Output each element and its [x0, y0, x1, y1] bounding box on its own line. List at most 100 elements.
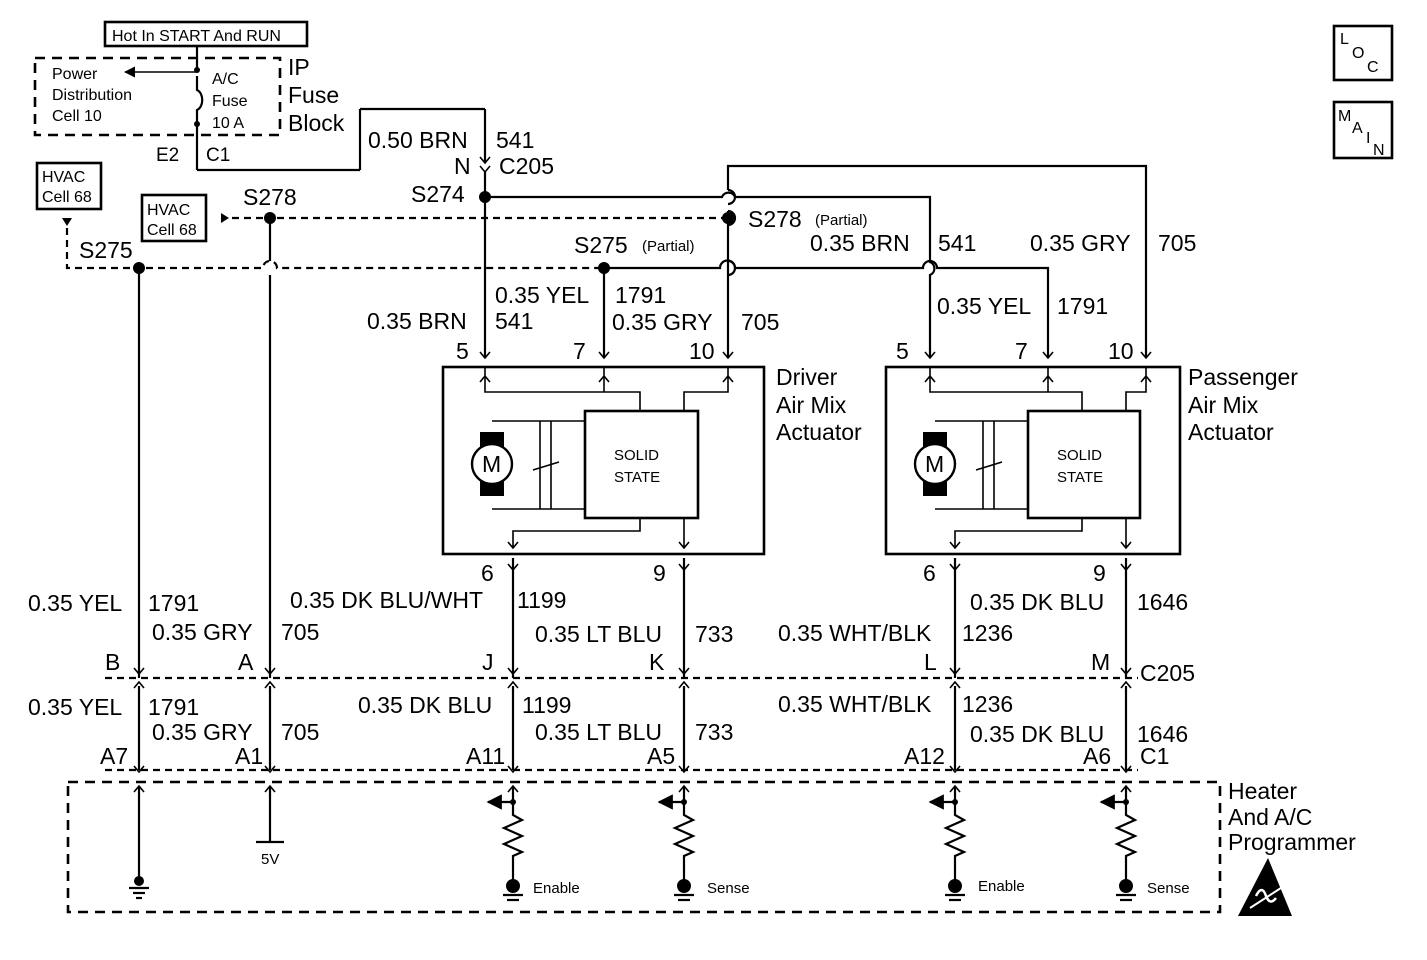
ip-fuse-block-line2: Fuse — [288, 82, 339, 108]
main-letter-m: M — [1338, 108, 1351, 125]
drv-gry-color: 0.35 GRY — [612, 309, 713, 335]
feed-conn-pin: N — [454, 153, 471, 179]
programmer-label-line2: And A/C — [1228, 804, 1312, 830]
hvac-ref-left[interactable]: HVAC Cell 68 — [35, 161, 103, 226]
c205-wire-labels: 0.35 YEL 1791 0.35 GRY 705 0.35 DK BLU/W… — [28, 587, 1188, 647]
c1-a11-circuit: 1199 — [522, 692, 571, 718]
c1-a1-color: 0.35 GRY — [152, 719, 253, 745]
c1-pin-a7: A7 — [100, 743, 128, 769]
sense-a6-label: Sense — [1147, 880, 1190, 897]
c1-a5-circuit: 733 — [695, 719, 733, 745]
s278-partial-note: (Partial) — [815, 212, 868, 229]
driver-label-line2: Air Mix — [776, 392, 847, 418]
c1-label: C1 — [1140, 743, 1169, 769]
c1-wire-labels: 0.35 YEL 1791 0.35 GRY 705 0.35 DK BLU 1… — [28, 691, 1188, 747]
loc-button[interactable]: L O C — [1332, 24, 1394, 82]
c205-l-circuit: 1236 — [962, 620, 1013, 646]
feed-conn-c205: C205 — [499, 153, 554, 179]
c1-a6-circuit: 1646 — [1137, 721, 1188, 747]
driver-solid-state-line2: STATE — [614, 469, 660, 486]
s275-partial-note: (Partial) — [642, 238, 695, 255]
pass-brn-color: 0.35 BRN — [810, 230, 910, 256]
sense-a5-label: Sense — [707, 880, 750, 897]
fuse-label-line3: 10 A — [212, 115, 244, 132]
driver-pin-5: 5 — [456, 338, 469, 364]
c1-a1-circuit: 705 — [281, 719, 319, 745]
main-letter-n: N — [1373, 142, 1385, 159]
sense-circuit-a6: Sense — [1099, 794, 1190, 902]
main-letter-i: I — [1366, 130, 1370, 147]
s278-partial-label: S278 — [748, 206, 802, 232]
c205-k-color: 0.35 LT BLU — [535, 621, 662, 647]
programmer-label-line1: Heater — [1228, 778, 1297, 804]
c1-pin-a11: A11 — [466, 743, 505, 769]
programmer-label-line3: Programmer — [1228, 829, 1356, 855]
c205-pin-m: M — [1091, 649, 1110, 675]
fuse-label-line2: Fuse — [212, 93, 248, 110]
enable-circuit-a11: Enable — [486, 794, 580, 902]
c1-pin-a12: A12 — [904, 743, 945, 769]
s278-label: S278 — [243, 184, 297, 210]
s275-partial-label: S275 — [574, 232, 628, 258]
upper-wire-labels: 0.35 BRN 541 0.35 GRY 705 0.35 YEL 1791 … — [367, 230, 1196, 335]
c205-k-circuit: 733 — [695, 621, 733, 647]
pass-gry-circuit: 705 — [1158, 230, 1196, 256]
fuse-pin-c1: C1 — [206, 145, 230, 166]
driver-solid-state-line1: SOLID — [614, 447, 659, 464]
driver-pin-9: 9 — [653, 560, 666, 586]
enable-circuit-a12: Enable — [928, 794, 1025, 902]
s275-label: S275 — [79, 237, 133, 263]
hvac-left-line1: HVAC — [42, 169, 85, 186]
pass-pin-5: 5 — [896, 338, 909, 364]
main-button[interactable]: M A I N — [1332, 100, 1394, 160]
feed-wire-color: 0.50 BRN — [368, 127, 468, 153]
sense-circuit-a5: Sense — [657, 794, 750, 902]
c205-pin-j: J — [482, 649, 494, 675]
loc-letter-c: C — [1367, 59, 1379, 76]
pass-yel-color: 0.35 YEL — [937, 293, 1031, 319]
loc-letter-l: L — [1340, 31, 1349, 48]
drv-brn-circuit: 541 — [495, 308, 533, 334]
c1-a6-color: 0.35 DK BLU — [970, 721, 1104, 747]
c1-connector: A7 A1 A11 A5 A12 A6 C1 — [100, 743, 1169, 772]
ip-fuse-block: Power Distribution Cell 10 A/C Fuse 10 A… — [33, 46, 485, 172]
enable-a11-label: Enable — [533, 880, 580, 897]
c205-l-color: 0.35 WHT/BLK — [778, 620, 932, 646]
pass-motor-label: M — [925, 451, 944, 477]
c205-j-circuit: 1199 — [517, 587, 566, 613]
drv-gry-circuit: 705 — [741, 309, 779, 335]
resistor-a6-icon — [1114, 803, 1138, 880]
resistor-a11-icon — [501, 803, 525, 880]
lower-wires — [133, 218, 1132, 878]
fuse-pin-e2: E2 — [156, 145, 179, 166]
passenger-motor-icon: M — [913, 432, 957, 496]
driver-air-mix-actuator: SOLID STATE M Driver Air Mix Actuator 5 … — [441, 338, 862, 556]
resistor-a5-icon — [672, 803, 696, 880]
hvac-mid-line1: HVAC — [147, 202, 190, 219]
supply-5v-label: 5V — [261, 851, 279, 868]
s278-splice-line: S278 S278 (Partial) — [232, 184, 868, 232]
passenger-label-line1: Passenger — [1188, 364, 1298, 390]
s274-label: S274 — [411, 181, 465, 207]
c1-pin-a5: A5 — [647, 743, 675, 769]
c205-b-color: 0.35 YEL — [28, 590, 122, 616]
c205-a-color: 0.35 GRY — [152, 619, 253, 645]
hvac-ref-mid[interactable]: HVAC Cell 68 — [140, 193, 229, 243]
driver-pin-7: 7 — [573, 338, 586, 364]
driver-pin-6: 6 — [481, 560, 494, 586]
passenger-air-mix-actuator: SOLID STATE M Passenger Air Mix Actuator… — [884, 338, 1298, 556]
drv-yel-circuit: 1791 — [615, 282, 666, 308]
c1-a7-color: 0.35 YEL — [28, 694, 122, 720]
c1-pin-a1: A1 — [235, 743, 263, 769]
loc-letter-o: O — [1352, 45, 1364, 62]
c205-pin-l: L — [924, 649, 937, 675]
fuse-label-line1: A/C — [212, 71, 239, 88]
ip-fuse-block-line3: Block — [288, 110, 345, 136]
driver-label-line3: Actuator — [776, 419, 862, 445]
hvac-mid-pointer-icon — [221, 213, 229, 223]
passenger-label-line2: Air Mix — [1188, 392, 1259, 418]
passenger-label-line3: Actuator — [1188, 419, 1274, 445]
c1-a12-circuit: 1236 — [962, 691, 1013, 717]
s274-bus: S274 — [411, 164, 1148, 358]
pass-pin-9: 9 — [1093, 560, 1106, 586]
